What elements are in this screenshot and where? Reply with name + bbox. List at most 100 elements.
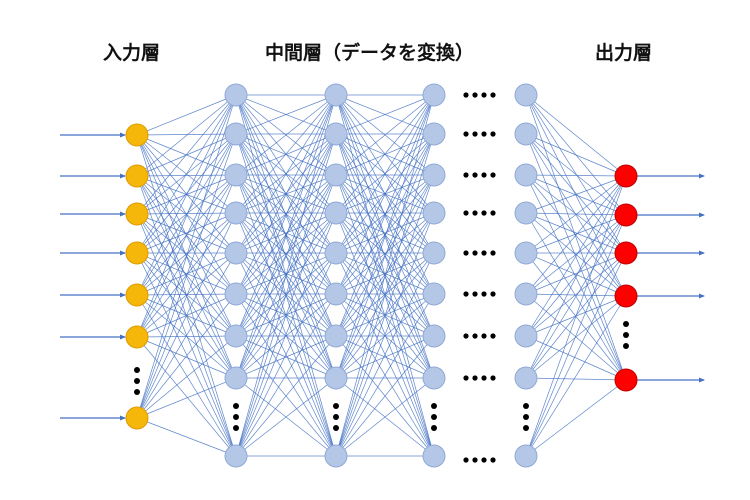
hidden-node [324, 282, 348, 306]
horizontal-ellipsis-dot [490, 291, 496, 297]
io-arrows [60, 132, 705, 421]
connection-line [335, 252, 435, 457]
connection-line [136, 174, 237, 177]
hidden-node [224, 241, 248, 265]
hidden-node [224, 282, 248, 306]
connection-line [525, 214, 627, 337]
hidden-node [514, 282, 538, 306]
connection-line [525, 379, 627, 457]
connection-line [335, 94, 435, 214]
connection-line [136, 335, 237, 338]
connection-line [136, 293, 237, 296]
hidden-node [224, 444, 248, 468]
connection-line [525, 175, 627, 254]
horizontal-ellipsis-dot [490, 457, 496, 463]
connection-line [525, 175, 627, 457]
output-node [614, 203, 638, 227]
horizontal-ellipsis-dot [472, 250, 478, 256]
hidden-vertical-ellipsis [431, 403, 437, 409]
hidden-node [324, 163, 348, 187]
connection-line [335, 133, 435, 457]
connection-line [335, 212, 435, 457]
connection-line [525, 174, 627, 177]
output-node [614, 284, 638, 308]
connection-line [335, 293, 435, 379]
connection-line [525, 175, 627, 295]
connection-line [525, 252, 627, 337]
horizontal-ellipsis-dot [472, 172, 478, 178]
horizontal-ellipsis-dot [472, 291, 478, 297]
ellipses [134, 92, 629, 463]
connection-line [235, 252, 337, 457]
connection-line [235, 94, 337, 214]
input-node [125, 123, 149, 147]
hidden-node [324, 324, 348, 348]
horizontal-ellipsis-dot [463, 172, 469, 178]
connection-line [235, 94, 337, 295]
hidden-node [422, 444, 446, 468]
connection-line [335, 174, 435, 457]
connection-line [525, 214, 627, 379]
connection-line [525, 252, 627, 295]
connection-line [525, 133, 627, 381]
connection-line [235, 335, 337, 379]
horizontal-ellipsis-dot [472, 92, 478, 98]
horizontal-ellipsis-dot [481, 333, 487, 339]
connection-line [136, 174, 237, 419]
connection-line [335, 94, 435, 135]
connection-line [335, 133, 435, 379]
connection-line [136, 252, 237, 457]
hidden-node [324, 122, 348, 146]
input-node [125, 406, 149, 430]
connection-line [335, 293, 435, 457]
hidden-node [224, 163, 248, 187]
horizontal-ellipsis-dot [481, 291, 487, 297]
connection-line [335, 94, 435, 457]
connection-line [235, 94, 337, 254]
connection-line [335, 377, 435, 457]
input-vertical-ellipsis [134, 389, 140, 395]
hidden-vertical-ellipsis [233, 414, 239, 420]
connection-line [136, 252, 237, 338]
connection-line [235, 293, 337, 457]
hidden-node [224, 324, 248, 348]
connection-line [525, 293, 627, 297]
connection-line [235, 212, 337, 457]
connection-line [525, 214, 627, 295]
connection-line [136, 252, 237, 296]
output-node [614, 164, 638, 188]
connection-line [235, 174, 337, 457]
horizontal-ellipsis-dot [463, 250, 469, 256]
hidden-node [514, 241, 538, 265]
hidden-node [514, 324, 538, 348]
input-node [125, 202, 149, 226]
connection-line [525, 133, 627, 177]
connection-line [235, 133, 337, 457]
horizontal-ellipsis-dot [463, 333, 469, 339]
connection-line [235, 94, 337, 176]
connection-line [136, 94, 237, 296]
connection-line [235, 133, 337, 379]
connection-line [525, 295, 627, 379]
connection-line [136, 94, 237, 136]
connection-line [235, 94, 337, 457]
hidden-node [224, 122, 248, 146]
horizontal-ellipsis-dot [490, 172, 496, 178]
hidden-node [514, 163, 538, 187]
connection-line [335, 94, 435, 295]
hidden-node [422, 163, 446, 187]
hidden-vertical-ellipsis [523, 425, 529, 431]
horizontal-ellipsis-dot [481, 92, 487, 98]
horizontal-ellipsis-dot [490, 375, 496, 381]
hidden-vertical-ellipsis [233, 425, 239, 431]
horizontal-ellipsis-dot [481, 457, 487, 463]
connection-line [525, 252, 627, 297]
input-node [125, 325, 149, 349]
horizontal-ellipsis-dot [463, 210, 469, 216]
hidden-node [224, 83, 248, 107]
horizontal-ellipsis-dot [463, 131, 469, 137]
connection-line [525, 175, 627, 214]
hidden-node [422, 201, 446, 225]
connection-line [136, 94, 237, 177]
